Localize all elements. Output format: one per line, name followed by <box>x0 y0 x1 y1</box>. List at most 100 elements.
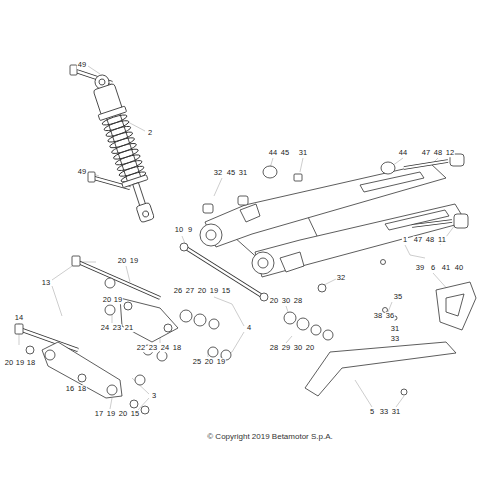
callout-number: 25 <box>192 358 202 366</box>
callout-number: 15 <box>130 410 140 418</box>
callout-number: 33 <box>390 335 400 343</box>
pivot-nut <box>260 293 268 301</box>
leader-lines <box>52 286 62 316</box>
nut <box>135 375 145 385</box>
callout-number: 44 <box>398 149 408 157</box>
leader-lines <box>126 266 130 282</box>
callout-number: 19 <box>216 358 226 366</box>
callout-number: 24 <box>160 344 170 352</box>
cable-clip <box>294 174 302 181</box>
rocker-bore <box>164 324 172 332</box>
swingarm <box>200 163 466 277</box>
chain-guides <box>305 282 476 396</box>
bearing <box>78 374 86 382</box>
callout-number: 19 <box>129 257 139 265</box>
callout-number: 1 <box>402 236 408 244</box>
leader-lines <box>396 396 404 407</box>
callout-number: 44 <box>268 149 278 157</box>
pull-rod <box>42 342 122 398</box>
callout-number: 20 <box>269 297 279 305</box>
callout-number: 6 <box>430 264 436 272</box>
pivot-boss <box>252 252 274 274</box>
callout-number: 2 <box>147 129 153 137</box>
bearing <box>105 278 115 288</box>
callout-number: 28 <box>293 297 303 305</box>
callout-number: 23 <box>112 324 122 332</box>
callout-number: 20 <box>204 358 214 366</box>
callout-number: 20 <box>197 287 207 295</box>
callout-number: 10 <box>174 226 184 234</box>
callout-number: 17 <box>94 410 104 418</box>
leader-lines <box>214 178 222 196</box>
spring-coil <box>118 164 145 178</box>
callout-number: 41 <box>441 264 451 272</box>
bearing <box>26 346 34 354</box>
bearing <box>105 305 115 315</box>
adjuster-bolt <box>404 161 448 168</box>
bushing <box>318 284 326 292</box>
chain-adjuster <box>454 214 468 228</box>
callout-number: 20 <box>4 359 14 367</box>
spring-coil <box>103 119 130 133</box>
bolt-head <box>72 256 80 266</box>
callout-number: 24 <box>100 324 110 332</box>
callout-number: 31 <box>390 325 400 333</box>
leader-lines <box>405 245 425 258</box>
chain-guide <box>436 282 476 330</box>
callout-number: 13 <box>41 279 51 287</box>
callout-number: 27 <box>185 287 195 295</box>
callout-number: 48 <box>433 149 443 157</box>
bearing <box>157 351 167 361</box>
callout-number: 22 <box>136 344 146 352</box>
callout-number: 45 <box>280 149 290 157</box>
screw <box>381 260 386 265</box>
spring-coil <box>105 124 132 138</box>
bolt-head <box>88 172 95 182</box>
callout-number: 19 <box>209 287 219 295</box>
callout-number: 19 <box>15 359 25 367</box>
swingarm-slot <box>360 172 424 192</box>
spacer <box>203 204 213 213</box>
callout-number: 35 <box>393 293 403 301</box>
seal <box>130 400 138 408</box>
clevis-bore <box>142 210 150 218</box>
swingarm-lower-arm <box>255 204 466 277</box>
callout-number: 4 <box>246 324 252 332</box>
callout-number: 31 <box>391 408 401 416</box>
pull-rod-bore <box>107 385 117 395</box>
callout-number: 48 <box>425 236 435 244</box>
seal <box>208 347 218 357</box>
rocker-link <box>120 298 178 342</box>
chain-guide-slot <box>446 294 464 316</box>
bushing <box>180 310 192 322</box>
leader-lines <box>300 158 303 172</box>
callout-number: 30 <box>281 297 291 305</box>
callout-number: 18 <box>172 344 182 352</box>
seal <box>209 319 219 329</box>
seal <box>311 325 321 335</box>
bolt-head <box>15 324 23 334</box>
pivot-bore <box>258 258 268 268</box>
callout-number: 28 <box>269 344 279 352</box>
callout-number: 26 <box>173 287 183 295</box>
spring <box>101 113 146 184</box>
callout-number: 47 <box>413 236 423 244</box>
callout-number: 14 <box>14 314 24 322</box>
callout-number: 32 <box>213 169 223 177</box>
bushing <box>194 314 206 326</box>
rocker-bore <box>124 302 132 310</box>
adjuster-bolt <box>404 161 448 168</box>
spring-coil <box>107 130 134 144</box>
shock-eye-bore <box>98 78 106 86</box>
callout-number: 3 <box>151 392 157 400</box>
swingarm-pivot-shaft <box>186 248 262 296</box>
copyright-note: © Copyright 2019 Betamotor S.p.A. <box>206 433 334 441</box>
spring-coil <box>101 113 128 127</box>
leader-lines <box>388 302 392 312</box>
spring-coil <box>114 153 141 167</box>
callout-number: 36 <box>385 312 395 320</box>
callout-number: 32 <box>336 274 346 282</box>
shock-clevis <box>136 202 155 223</box>
linkage-bolt <box>78 262 160 298</box>
